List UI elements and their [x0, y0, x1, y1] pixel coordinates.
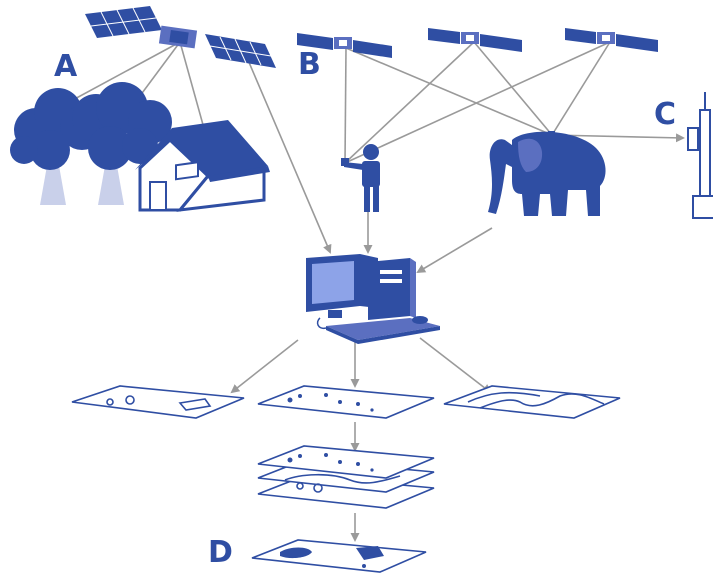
data-flow-arrows: [230, 59, 685, 542]
signal-lines: [57, 41, 611, 164]
label-c: C: [654, 97, 677, 132]
computer-icon: [306, 254, 440, 344]
tree-icon: [10, 82, 172, 205]
label-d: D: [208, 535, 233, 570]
person-icon: [341, 144, 380, 212]
satellite-b1-icon: [297, 33, 392, 58]
tower-icon: [687, 92, 713, 219]
stacked-layers-icon: [257, 445, 435, 509]
satellite-b3-icon: [565, 28, 658, 52]
satellite-b2-icon: [428, 28, 522, 52]
label-b: B: [298, 47, 321, 82]
house-icon: [135, 120, 270, 212]
satellite-a-icon: [85, 6, 276, 68]
label-a: A: [54, 49, 78, 84]
map-layer-icon: [71, 385, 621, 419]
elephant-icon: [488, 131, 606, 216]
output-map-icon: [251, 539, 427, 573]
